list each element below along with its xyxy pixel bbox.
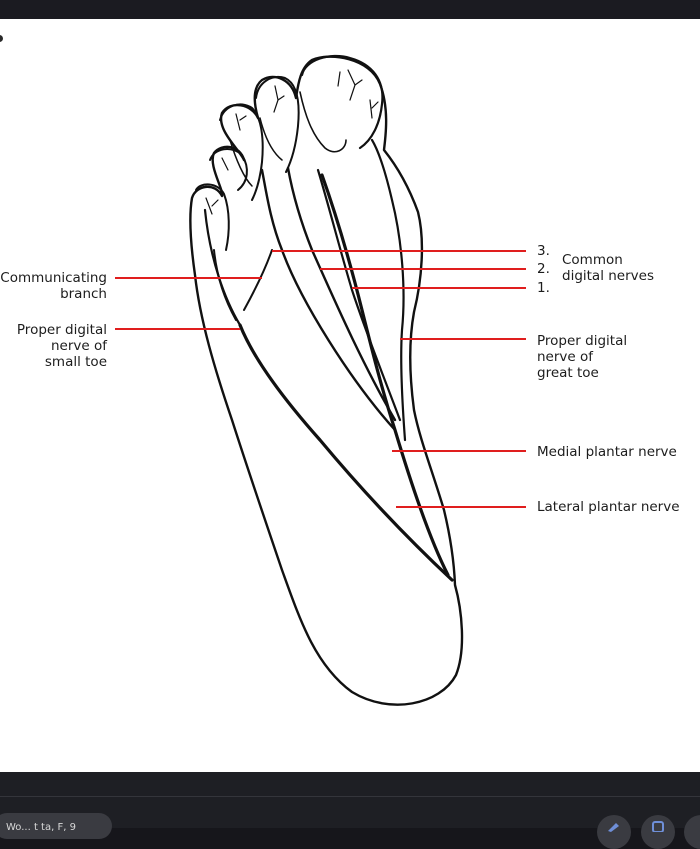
nerve-communicating <box>243 249 273 311</box>
foot-outline <box>189 55 464 706</box>
toe-5-outline <box>195 183 230 251</box>
foot-nerve-diagram <box>115 54 526 706</box>
bottom-toolbar: Wo... t ta, F, 9 <box>0 772 700 849</box>
copy-button[interactable] <box>641 815 675 849</box>
nerve-lateral-main <box>238 323 454 582</box>
toe-4-outline <box>209 148 248 191</box>
toe-2-inner <box>259 117 283 161</box>
pen-icon <box>608 823 619 832</box>
toe-veins <box>205 69 379 215</box>
label-num-1: 1. <box>537 280 550 296</box>
pen-button[interactable] <box>597 815 631 849</box>
label-lateral-plantar-nerve: Lateral plantar nerve <box>537 499 680 515</box>
toe-3-inner <box>229 139 253 187</box>
copy-icon <box>652 821 664 832</box>
great-toe-nail <box>299 91 347 153</box>
edge-handle-icon <box>0 35 3 42</box>
label-medial-plantar-nerve: Medial plantar nerve <box>537 444 677 460</box>
label-num-3: 3. <box>537 243 550 259</box>
label-proper-digital-small-toe: Proper digital nerve of small toe <box>16 322 107 370</box>
more-button[interactable] <box>684 815 700 849</box>
nerve-medial-main <box>320 173 450 577</box>
nerve-common-3 <box>260 168 397 432</box>
caption-pill[interactable]: Wo... t ta, F, 9 <box>0 813 112 839</box>
label-num-2: 2. <box>537 261 550 277</box>
toolbar-divider <box>0 796 700 797</box>
top-bar <box>0 0 700 19</box>
great-toe-tip <box>300 54 384 150</box>
label-common-digital-nerves: Common digital nerves <box>562 252 654 284</box>
nerve-common-2 <box>286 166 397 422</box>
toe-2-outline <box>255 76 300 173</box>
diagram-canvas: Communicating branch Proper digital nerv… <box>0 19 700 772</box>
label-proper-digital-great-toe: Proper digital nerve of great toe <box>537 333 628 381</box>
nerve-common-1 <box>316 168 402 422</box>
toe-3-outline <box>219 103 264 201</box>
nerve-small-toe <box>213 249 237 321</box>
nerve-lateral-branch <box>203 208 242 327</box>
label-communicating-branch: Communicating branch <box>0 270 107 302</box>
nerve-great-toe <box>370 138 407 442</box>
